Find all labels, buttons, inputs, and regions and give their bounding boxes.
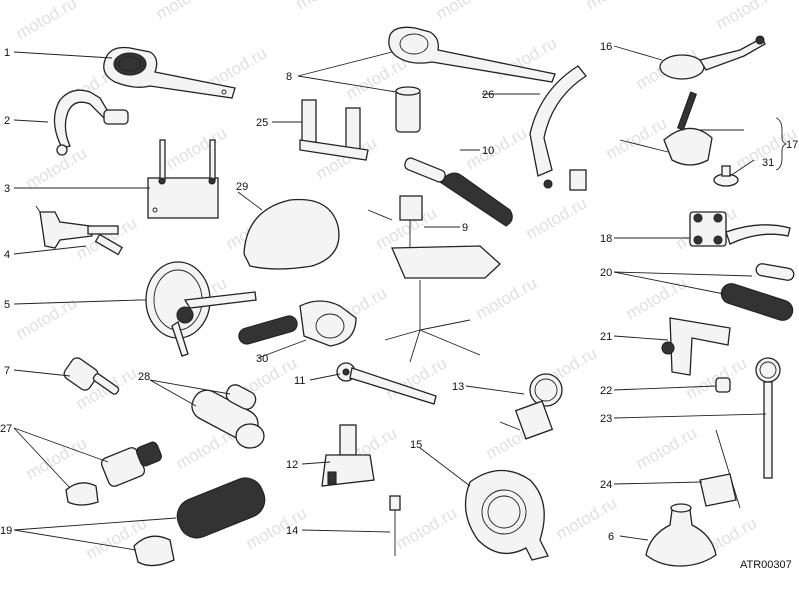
label-27: 27	[0, 423, 12, 435]
tool-5-degree-wheel	[138, 261, 257, 357]
callout-labels: 1 2 3 4 5 6 7 8 9 10 11 12 13 14 15 16 1…	[0, 41, 798, 543]
tool-25-slotted-plate	[299, 99, 369, 161]
label-11: 11	[294, 375, 305, 387]
label-3: 3	[4, 183, 10, 195]
tool-24-fork-tool	[699, 429, 741, 509]
label-6: 6	[608, 531, 614, 543]
tool-18-clamp-fixture	[689, 211, 791, 247]
watermark-text: motod.ru	[523, 193, 591, 243]
tool-16-strap-wrench	[659, 35, 766, 80]
tool-21-bracket	[661, 317, 731, 376]
tool-9-work-stand	[367, 195, 501, 363]
tool-17-puller	[619, 91, 713, 166]
label-19: 19	[0, 525, 12, 537]
label-18: 18	[600, 233, 612, 245]
watermark-text: motod.ru	[623, 273, 691, 323]
label-14: 14	[286, 525, 298, 537]
watermark-text: motod.ru	[633, 423, 701, 473]
watermark-text: motod.ru	[463, 123, 531, 173]
watermark-text: motod.ru	[163, 123, 231, 173]
label-24: 24	[600, 479, 612, 491]
tool-22-small-nut	[715, 377, 731, 393]
tool-4-t-handle-puller	[35, 205, 124, 256]
label-30: 30	[256, 353, 268, 365]
tool-31-small-disc	[713, 165, 739, 187]
tool-14-pin-punch	[389, 495, 401, 556]
watermark-text: motod.ru	[583, 0, 651, 13]
watermark-text: motod.ru	[473, 273, 541, 323]
tool-6-bell-press	[645, 503, 717, 567]
tool-10-handle-shaft	[404, 157, 513, 227]
watermark-text: motod.ru	[433, 0, 501, 23]
watermark-text: motod.ru	[603, 113, 671, 163]
watermark-text: motod.ru	[713, 0, 781, 33]
tool-3-pin-plate	[147, 139, 219, 219]
label-1: 1	[4, 47, 10, 59]
label-4: 4	[4, 249, 10, 261]
label-13: 13	[452, 381, 464, 393]
drawing-code: ATR00307	[740, 559, 792, 571]
tool-23-dial-gauge	[755, 357, 781, 479]
label-28: 28	[138, 371, 150, 383]
tool-13-dial-indicator	[499, 373, 563, 440]
tool-29-compound	[243, 198, 340, 270]
tool-8-socket-spanner	[388, 26, 556, 133]
label-23: 23	[600, 413, 612, 425]
label-20: 20	[600, 267, 612, 279]
tool-30-socket-handle	[238, 300, 357, 347]
label-9: 9	[462, 222, 468, 234]
label-15: 15	[410, 439, 422, 451]
tool-1-ring-spanner	[103, 46, 236, 99]
tool-15-ring-holder	[464, 469, 549, 561]
label-25: 25	[256, 117, 268, 129]
tool-27-sleeve-cone	[65, 441, 162, 506]
watermark-text: motod.ru	[23, 433, 91, 483]
label-8: 8	[286, 71, 292, 83]
leader-lines	[13, 45, 788, 551]
tool-26-curved-arm	[529, 65, 587, 191]
label-2: 2	[4, 115, 10, 127]
label-22: 22	[600, 385, 612, 397]
watermark-text: motod.ru	[153, 0, 221, 23]
watermark-text: motod.ru	[13, 293, 81, 343]
label-26: 26	[482, 89, 494, 101]
tool-19-knurled-sleeve	[133, 477, 266, 567]
tool-2-hook-wrench	[53, 89, 129, 156]
watermark-text: motod.ru	[393, 503, 461, 553]
tool-28-sleeve	[191, 384, 265, 449]
label-31: 31	[762, 157, 774, 169]
label-12: 12	[286, 459, 298, 471]
label-16: 16	[600, 41, 612, 53]
label-17: 17	[786, 139, 798, 151]
watermark-text: motod.ru	[13, 0, 81, 43]
tool-7-knurled-pin	[63, 357, 120, 395]
label-5: 5	[4, 299, 10, 311]
watermark-text: motod.ru	[23, 143, 91, 193]
tool-11-pin-spanner	[336, 362, 437, 405]
tool-12-nut-holder	[321, 424, 375, 487]
label-21: 21	[600, 331, 612, 343]
watermark-text: motod.ru	[293, 0, 361, 13]
label-7: 7	[4, 365, 10, 377]
label-29: 29	[236, 181, 248, 193]
tool-20-handle-pair	[720, 263, 795, 321]
label-10: 10	[482, 145, 494, 157]
